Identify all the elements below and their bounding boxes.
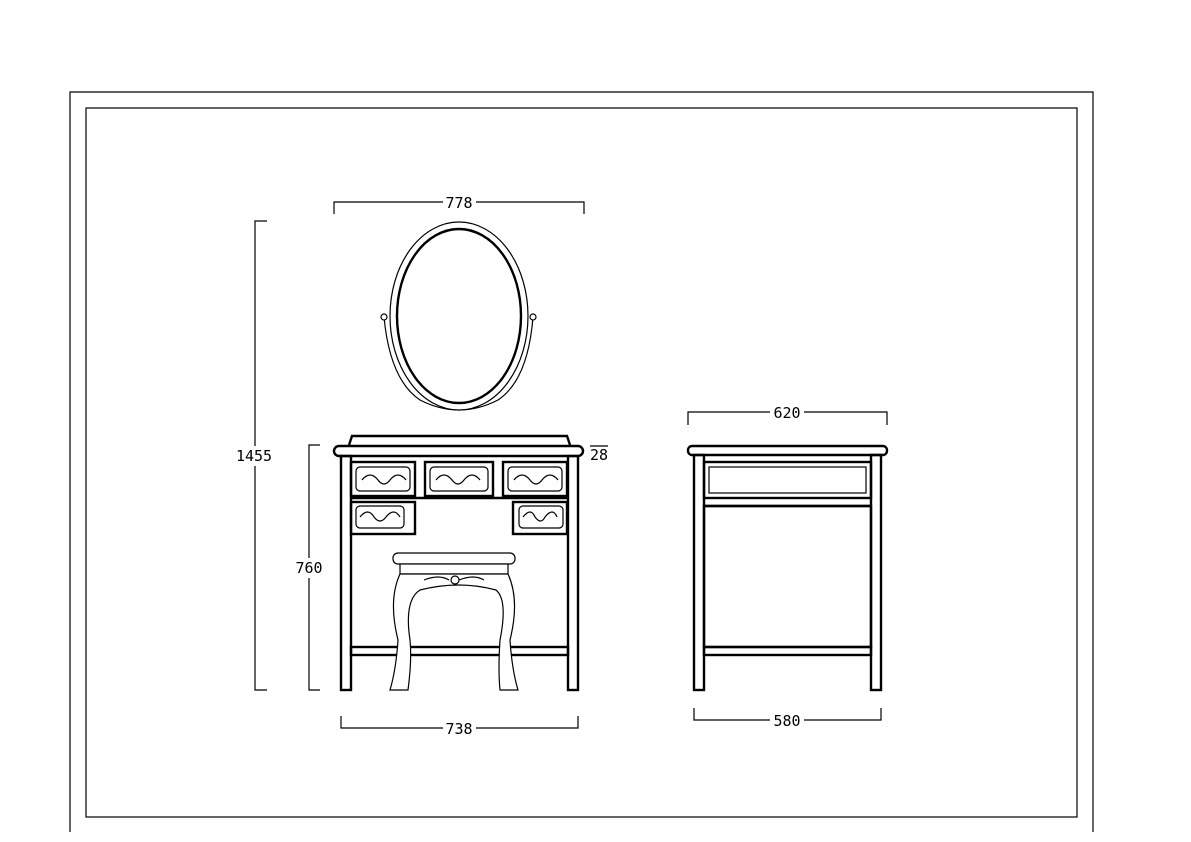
dimension-label: 28 <box>590 446 608 464</box>
dimension-desk-width: 738 <box>340 716 579 738</box>
dimension-leg-depth: 580 <box>693 708 882 730</box>
dimension-label: 1455 <box>236 447 272 465</box>
dimension-top-thickness: 28 <box>590 445 608 464</box>
side-view: 620 580 <box>686 404 889 730</box>
dressing-table <box>332 434 585 692</box>
dimension-label: 778 <box>445 194 472 212</box>
dimension-label: 580 <box>773 712 800 730</box>
oval-mirror <box>380 221 537 411</box>
dimension-total-height: 1455 <box>236 220 272 691</box>
dimension-desk-height: 760 <box>295 444 323 691</box>
dimension-top-depth: 620 <box>687 404 888 425</box>
dimension-label: 760 <box>295 559 322 577</box>
stool <box>389 552 519 691</box>
dimension-label: 620 <box>773 404 800 422</box>
dimension-label: 738 <box>445 720 472 738</box>
front-view: 778 1455 760 28 738 <box>236 194 608 738</box>
dimension-mirror-width: 778 <box>333 194 585 214</box>
sheet-border <box>69 91 1094 832</box>
table-side <box>686 444 889 692</box>
